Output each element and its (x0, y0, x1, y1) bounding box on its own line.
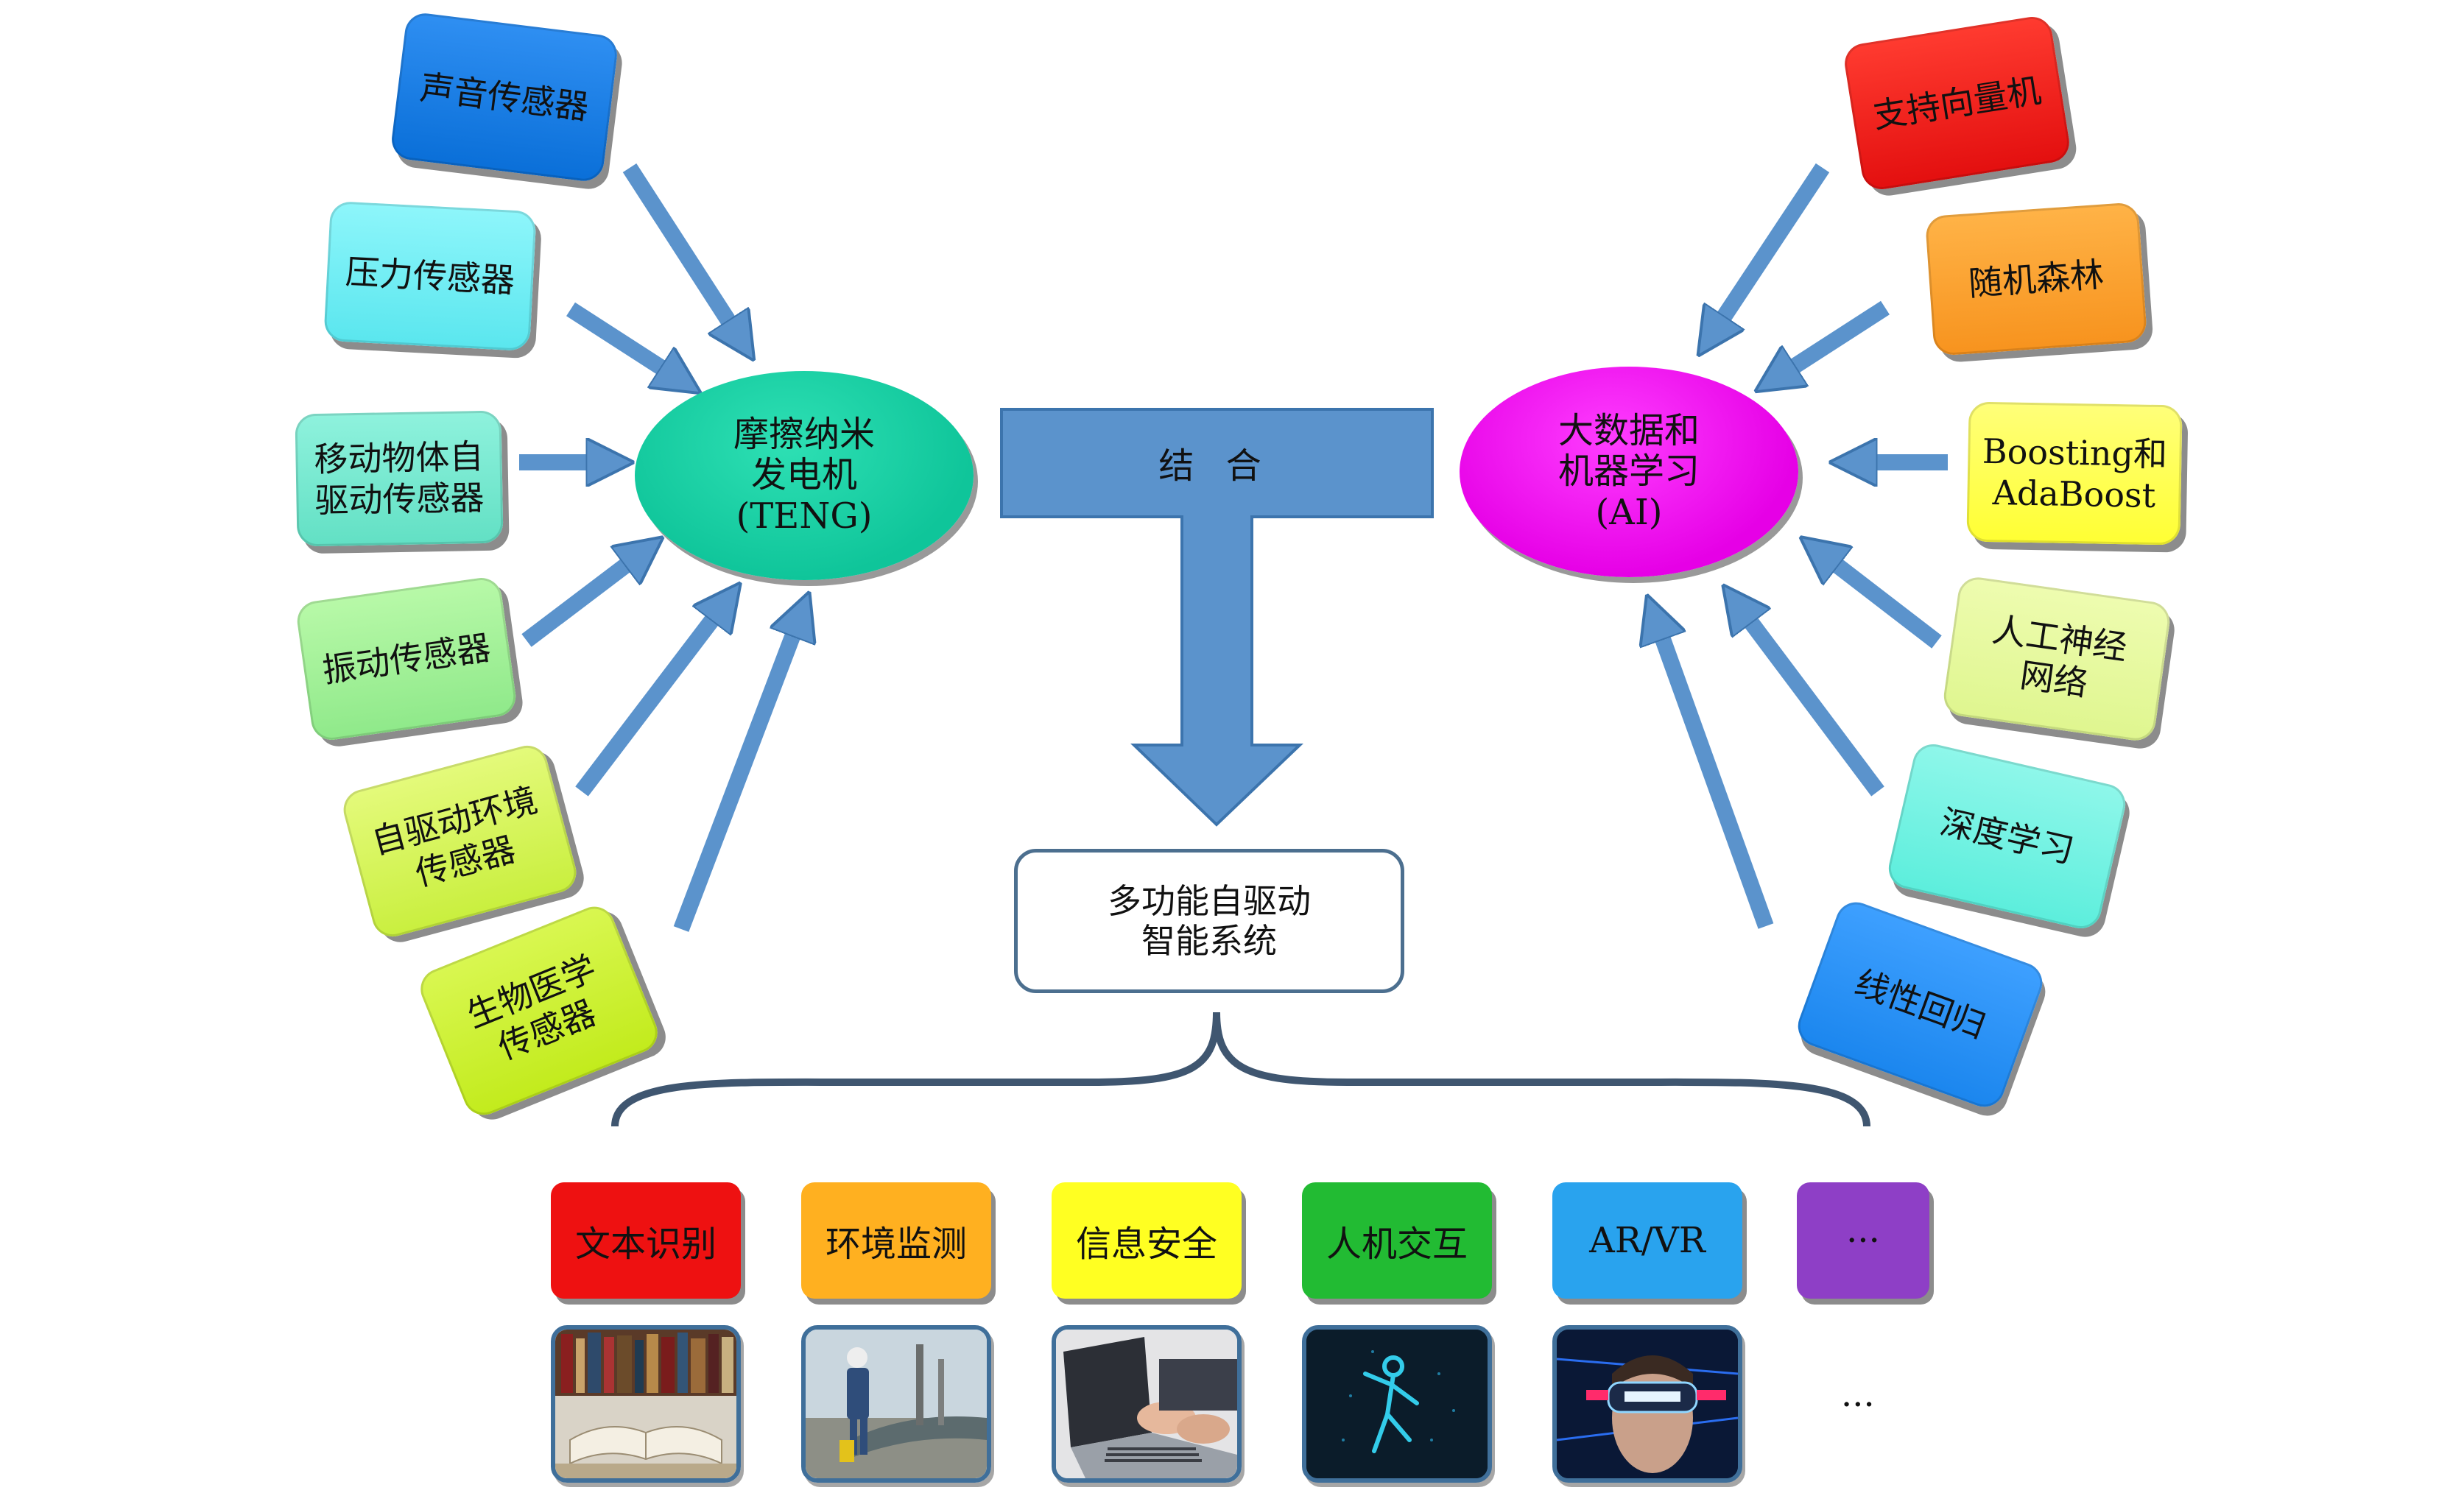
arrow-sound-to-teng (622, 163, 744, 345)
application-label: 人机交互 (1326, 1224, 1468, 1265)
photo-books (551, 1325, 741, 1483)
photo-environment-monitoring (801, 1325, 991, 1483)
arrow-lr-to-ai (1653, 613, 1774, 929)
application-environment-monitoring: 环境监测 (801, 1182, 991, 1299)
sensor-label: 压力传感器 (344, 251, 516, 300)
arrow-ann-to-ai (1815, 548, 1942, 649)
application-label: 环境监测 (825, 1224, 967, 1265)
application-label: ··· (1846, 1220, 1880, 1261)
arrow-dl-to-ai (1734, 600, 1884, 797)
algorithm-boosting: Boosting和 AdaBoost (1966, 401, 2183, 546)
photo-human-interaction (1302, 1325, 1492, 1483)
algorithm-label: 线性回归 (1849, 962, 1991, 1047)
sensor-label: 振动传感器 (320, 627, 493, 691)
algorithm-ann: 人工神经 网络 (1941, 574, 2172, 744)
sensor-label: 声音传感器 (418, 67, 591, 127)
application-text-recognition: 文本识别 (551, 1182, 741, 1299)
sensor-pressure: 压力传感器 (323, 200, 537, 352)
application-information-security: 信息安全 (1052, 1182, 1242, 1299)
sensor-label: 移动物体自 驱动传感器 (314, 436, 485, 520)
arrow-vibration-to-teng (521, 548, 648, 647)
sensor-vibration: 振动传感器 (295, 575, 518, 743)
arrow-env-to-teng (575, 598, 729, 797)
application-brace (611, 1012, 1870, 1127)
application-more: ··· (1797, 1182, 1929, 1299)
algorithm-label: Boosting和 AdaBoost (1982, 431, 2168, 515)
application-label: 文本识别 (574, 1224, 717, 1265)
ai-label: 大数据和 机器学习 (AI) (1557, 410, 1700, 533)
algorithm-label: 支持向量机 (1870, 70, 2044, 136)
sensor-label: 自驱动环境 传感器 (367, 780, 542, 894)
application-label: 信息安全 (1075, 1224, 1217, 1265)
combine-label: 结 合 (1158, 445, 1272, 487)
system-label: 多功能自驱动 智能系统 (1108, 880, 1311, 961)
algorithm-random-forest: 随机森林 (1924, 202, 2148, 356)
sensor-label: 生物医学 传感器 (461, 947, 602, 1067)
teng-label: 摩擦纳米 发电机 (TENG) (733, 414, 875, 537)
arrow-svm-to-ai (1708, 163, 1830, 340)
algorithm-label: 深度学习 (1936, 801, 2078, 871)
algorithm-label: 人工神经 网络 (1990, 609, 2130, 704)
algorithm-label: 随机森林 (1967, 254, 2105, 304)
ai-node: 大数据和 机器学习 (AI) (1460, 367, 1798, 577)
arrow-bio-to-teng (673, 610, 803, 932)
arrow-pressure-to-teng (566, 302, 685, 383)
application-ar-vr: AR/VR (1552, 1182, 1742, 1299)
intelligent-system-box: 多功能自驱动 智能系统 (1014, 849, 1404, 993)
photo-ar-vr (1552, 1325, 1742, 1483)
photo-more-ellipsis: ··· (1841, 1384, 1875, 1425)
sensor-moving-object: 移动物体自 驱动传感器 (295, 410, 504, 547)
application-label: AR/VR (1589, 1220, 1706, 1261)
application-hci: 人机交互 (1302, 1182, 1492, 1299)
sensor-sound: 声音传感器 (389, 11, 620, 183)
photo-laptop (1052, 1325, 1242, 1483)
teng-node: 摩擦纳米 发电机 (TENG) (635, 371, 974, 580)
arrow-rf-to-ai (1771, 300, 1890, 381)
combine-arrow (1000, 408, 1434, 827)
